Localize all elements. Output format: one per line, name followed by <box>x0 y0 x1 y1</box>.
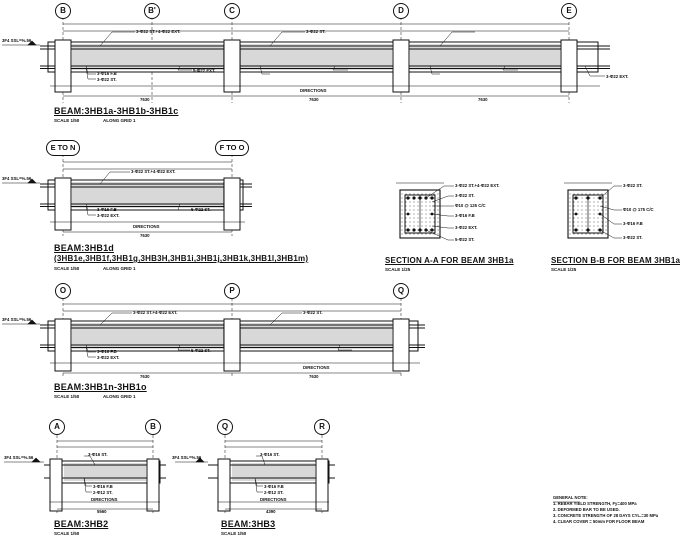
secA-label-1: 3-Φ22 ST. <box>455 193 475 198</box>
secA-label-3: 3-Φ16 F.B <box>455 213 475 218</box>
beam3-rebar-label-2: 3-Φ16 F.B <box>97 349 117 354</box>
beam1-span-1: 7630 <box>309 97 319 102</box>
secA-label-5: 5-Φ22 ST. <box>455 237 475 242</box>
secB-label-1: Φ10 @ 175 C/C <box>623 207 654 212</box>
beam5-scale: SCALE 1/50 <box>221 531 247 536</box>
secB-title: SECTION B-B FOR BEAM 3HB1a <box>551 256 680 265</box>
beam5-ssl-tag: 3F4 SSL=%.56 <box>172 455 202 460</box>
grid-bubble-beam3-0: O <box>55 283 71 299</box>
beam4-center-tag: DIRECTIONS <box>91 497 118 502</box>
secB-scale: SCALE 1/25 <box>551 267 577 272</box>
beam3-rebar-label-1: 3-Φ22 ST. <box>303 310 323 315</box>
beam3-ssl-tag: 3F4 SSL=%.56 <box>2 317 32 322</box>
notes-line-3: 3. CONCRETE STRENGTH OF 28 DAYS CYL.=30 … <box>553 513 659 518</box>
beam1-span-2: 7630 <box>478 97 488 102</box>
beam5-rebar-label-1: 3-Φ16 F.B <box>264 484 284 489</box>
beam4-rebar-label-1: 3-Φ16 F.B <box>93 484 113 489</box>
secB-label-0: 3-Φ22 ST. <box>623 183 643 188</box>
beam3-scale: SCALE 1/50 <box>54 394 80 399</box>
beam1-rebar-label-5: 3-Φ22 EXT. <box>606 74 629 79</box>
beam3-title: BEAM:3HB1n-3HB1o <box>54 382 147 392</box>
secA-label-2: Φ10 @ 125 C/C <box>455 203 486 208</box>
notes-line-2: 2. DEFORMED BAR TO BE USED. <box>553 507 620 512</box>
grid-bubble-beam4-0: A <box>49 419 65 435</box>
beam5-center-tag: DIRECTIONS <box>260 497 287 502</box>
grid-bubble-beam1-1: B' <box>144 3 160 19</box>
beam1-elevation <box>2 17 610 103</box>
beam1-rebar-label-4: 5-Φ22 EXT. <box>193 68 216 73</box>
beam2-span-0: 7630 <box>140 233 150 238</box>
grid-bubble-beam5-1: R <box>314 419 330 435</box>
beam4-scale: SCALE 1/50 <box>54 531 80 536</box>
secB-label-3: 3-Φ22 ST. <box>623 235 643 240</box>
beam2-subtitle: (3HB1e,3HB1f,3HB1g,3HB3H,3HB1i,3HB1j,3HB… <box>54 254 309 263</box>
beam2-rebar-label-3: 5-Φ22 ST. <box>191 207 211 212</box>
section-b-b <box>564 182 622 239</box>
grid-bubble-beam2-1: F TO O <box>215 140 249 156</box>
notes-line-4: 4. CLEAR COVER = 50mm FOR FLOOR BEAM <box>553 519 645 524</box>
grid-bubble-beam2-0: E TO N <box>46 140 80 156</box>
beam3-span-1: 7630 <box>309 374 319 379</box>
grid-bubble-beam1-0: B <box>55 3 71 19</box>
beam1-title: BEAM:3HB1a-3HB1b-3HB1c <box>54 106 179 116</box>
beam1-ssl-tag: 3F4 SSL=%.56 <box>2 38 32 43</box>
beam1-grid-note: ALONG GRID 1 <box>103 118 136 123</box>
beam2-scale: SCALE 1/50 <box>54 266 80 271</box>
grid-bubble-beam5-0: Q <box>217 419 233 435</box>
beam1-rebar-label-1: 3-Φ22 ST. <box>306 29 326 34</box>
beam2-rebar-label-0: 3-Φ22 ST.+4-Φ22 EXT. <box>131 169 176 174</box>
secA-scale: SCALE 1/25 <box>385 267 411 272</box>
grid-bubble-beam4-1: B <box>145 419 161 435</box>
beam2-ssl-tag: 3F4 SSL=%.56 <box>2 176 32 181</box>
grid-bubble-beam1-4: E <box>561 3 577 19</box>
beam1-rebar-label-3: 3-Φ22 ST. <box>97 77 117 82</box>
section-a-a <box>396 182 454 241</box>
secA-label-4: 3-Φ22 EXT. <box>455 225 478 230</box>
beam4-elevation <box>4 435 166 515</box>
beam1-rebar-label-2: 3-Φ16 F.B <box>97 71 117 76</box>
beam2-grid-note: ALONG GRID 1 <box>103 266 136 271</box>
notes-title: GENERAL NOTE: <box>553 495 588 500</box>
beam1-span-0: 7630 <box>140 97 150 102</box>
beam3-center-tag: DIRECTIONS <box>303 365 330 370</box>
secA-title: SECTION A-A FOR BEAM 3HB1a <box>385 256 514 265</box>
beam3-rebar-label-0: 3-Φ22 ST.+4-Φ22 EXT. <box>133 310 178 315</box>
grid-bubble-beam1-2: C <box>224 3 240 19</box>
beam4-title: BEAM:3HB2 <box>54 519 109 529</box>
grid-bubble-beam1-3: D <box>393 3 409 19</box>
beam2-rebar-label-1: 3-Φ16 F.B <box>97 207 117 212</box>
notes-line-1: 1. REBAR YIELD STRENGTH, Fy=400 MPa <box>553 501 637 506</box>
beam5-rebar-label-2: 2-Φ12 ST. <box>264 490 284 495</box>
beam4-rebar-label-2: 2-Φ12 ST. <box>93 490 113 495</box>
beam3-span-0: 7630 <box>140 374 150 379</box>
beam2-rebar-label-2: 3-Φ22 EXT. <box>97 213 120 218</box>
beam4-span-0: 5560 <box>97 509 107 514</box>
beam3-elevation <box>2 298 425 378</box>
secA-label-0: 3-Φ22 ST.+4-Φ22 EXT. <box>455 183 500 188</box>
grid-bubble-beam3-2: Q <box>393 283 409 299</box>
beam5-elevation <box>175 435 335 515</box>
beam1-scale: SCALE 1/50 <box>54 118 80 123</box>
beam2-title: BEAM:3HB1d <box>54 243 115 253</box>
general-notes: GENERAL NOTE: 1. REBAR YIELD STRENGTH, F… <box>553 495 658 525</box>
beam2-center-tag: DIRECTIONS <box>133 224 160 229</box>
beam4-ssl-tag: 3F4 SSL=%.56 <box>4 455 34 460</box>
beam5-title: BEAM:3HB3 <box>221 519 276 529</box>
grid-bubble-beam3-1: P <box>224 283 240 299</box>
beam3-rebar-label-4: 5-Φ22 ST. <box>191 348 211 353</box>
beam1-center-tag: DIRECTIONS <box>300 88 327 93</box>
beam3-rebar-label-3: 3-Φ22 EXT. <box>97 355 120 360</box>
secB-label-2: 3-Φ16 F.B <box>623 221 643 226</box>
beam5-rebar-label-0: 3-Φ16 ST. <box>260 452 280 457</box>
beam1-rebar-label-0: 3-Φ22 ST.+4-Φ22 EXT. <box>136 29 181 34</box>
beam3-grid-note: ALONG GRID 1 <box>103 394 136 399</box>
beam5-span-0: 4390 <box>266 509 276 514</box>
beam2-elevation <box>2 154 252 236</box>
beam4-rebar-label-0: 3-Φ16 ST. <box>88 452 108 457</box>
